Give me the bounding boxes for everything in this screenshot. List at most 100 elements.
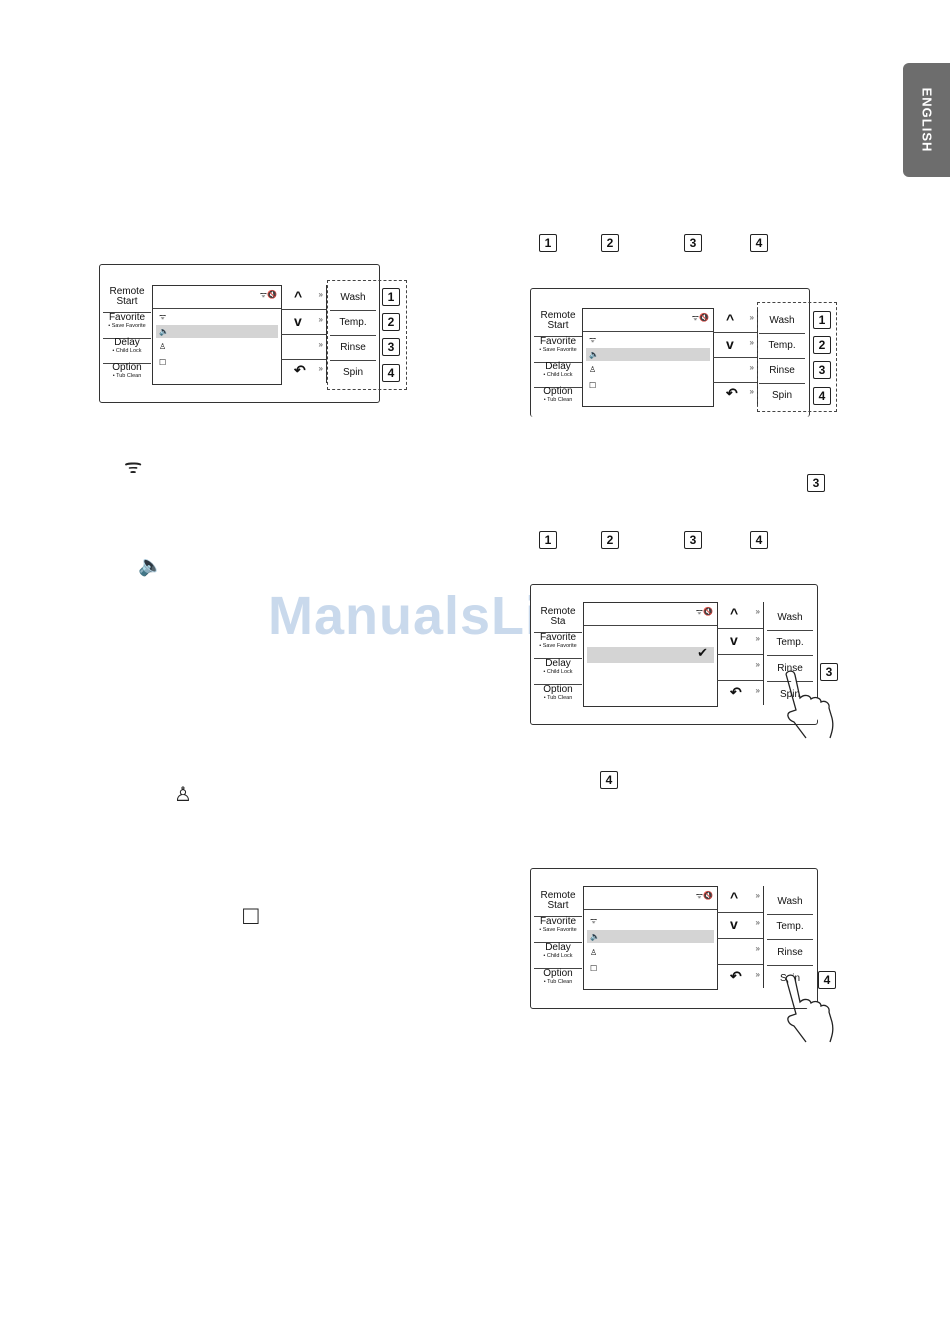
control-panel-c: Remote Sta Favorite• Save Favorite Delay… [530,584,818,725]
sound-row[interactable]: 🔈 [587,930,714,943]
nav-column: ^» v» » ↶» [281,285,327,383]
more-button[interactable]: » [717,939,763,965]
rinse-button[interactable]: Rinse [330,336,376,361]
back-button[interactable]: ↶» [726,385,754,401]
more-button[interactable]: » [281,335,326,360]
delay-button[interactable]: Delay• Child Lock [103,338,151,364]
up-button[interactable]: ^» [281,285,326,310]
check-icon: ✔ [697,645,708,660]
delay-button[interactable]: Delay• Child Lock [534,659,582,685]
step-badge-4: 4 [750,234,768,252]
spin-button[interactable]: Spin [342,367,363,378]
step-badge-2: 2 [601,531,619,549]
lamp-row[interactable]: ♙ [589,365,597,374]
number-badge-1: 1 [813,311,831,329]
option-button[interactable]: Option• Tub Clean [543,684,573,702]
option-button[interactable]: Option• Tub Clean [112,362,142,380]
status-icons: ᯤ🔇 [695,891,713,900]
highlight-box [327,280,407,390]
status-icons: ᯤ🔇 [691,313,709,322]
up-button[interactable]: ^» [717,602,763,629]
number-badge-4: 4 [382,364,400,382]
delay-button[interactable]: Delay• Child Lock [534,943,582,969]
more-button[interactable]: » [713,358,757,383]
display-screen: ᯤ🔇 ᯤ 🔈 ♙ ☐ [582,308,714,407]
step-badge-1: 1 [539,531,557,549]
number-badge-1: 1 [382,288,400,306]
wash-button[interactable]: Wash [330,286,376,311]
rinse-button[interactable]: Rinse [767,657,813,682]
temp-button[interactable]: Temp. [759,334,805,359]
callout-badge-4: 4 [818,971,836,989]
spin-button[interactable]: Spin [779,689,800,700]
lamp-row[interactable]: ♙ [159,342,167,351]
tub-row[interactable]: ☐ [159,358,167,367]
wifi-row[interactable]: ᯤ [590,916,598,925]
selected-row[interactable]: ✔ [587,645,714,663]
sound-row[interactable]: 🔈 [156,325,278,338]
up-button[interactable]: ^» [717,886,763,913]
back-button[interactable]: ↶» [730,684,760,700]
lamp-row[interactable]: ♙ [590,948,598,957]
option-button[interactable]: Option• Tub Clean [543,968,573,986]
language-tab[interactable]: ENGLISH [903,63,950,177]
tub-row[interactable]: ☐ [589,381,597,390]
step-badge-3: 3 [684,531,702,549]
nav-column: ^» v» » ↶» [717,886,764,988]
rinse-button[interactable]: Rinse [767,941,813,966]
step-badge-3: 3 [684,234,702,252]
down-button[interactable]: v» [281,310,326,335]
down-button[interactable]: v» [713,333,757,358]
step-badge-1: 1 [539,234,557,252]
remote-start-button[interactable]: Remote Sta [534,607,582,633]
down-button[interactable]: v» [717,913,763,939]
down-button[interactable]: v» [717,629,763,655]
favorite-button[interactable]: Favorite• Save Favorite [534,337,582,363]
wash-button[interactable]: Wash [759,309,805,334]
inline-badge-4: 4 [600,771,618,789]
language-tab-label: ENGLISH [919,87,934,153]
nav-column: ^» v» » ↶» [717,602,764,705]
callout-badge-3: 3 [820,663,838,681]
option-button[interactable]: Option• Tub Clean [543,386,573,404]
up-button[interactable]: ^» [713,308,757,333]
favorite-button[interactable]: Favorite• Save Favorite [103,313,151,339]
wifi-row[interactable]: ᯤ [589,335,597,344]
favorite-button[interactable]: Favorite• Save Favorite [534,633,582,659]
back-button[interactable]: ↶» [294,362,323,378]
tub-row[interactable]: ☐ [590,964,598,973]
number-badge-3: 3 [813,361,831,379]
display-screen: ᯤ🔇 ᯤ 🔈 ♙ ☐ [152,285,282,385]
step-badge-4: 4 [750,531,768,549]
favorite-button[interactable]: Favorite• Save Favorite [534,917,582,943]
number-badge-3: 3 [382,338,400,356]
wash-button[interactable]: Wash [767,606,813,631]
more-button[interactable]: » [717,655,763,681]
speaker-icon: 🔈 [138,555,163,577]
wash-button[interactable]: Wash [767,890,813,915]
highlight-box [757,302,837,412]
number-badge-4: 4 [813,387,831,405]
inline-badge-3: 3 [807,474,825,492]
wifi-row[interactable]: ᯤ [159,312,167,321]
finger-pointer-icon [785,974,834,1043]
lamp-icon: ♙ [174,784,192,806]
nav-column: ^» v» » ↶» [713,308,758,405]
number-badge-2: 2 [382,313,400,331]
temp-button[interactable]: Temp. [330,311,376,336]
back-button[interactable]: ↶» [730,968,760,984]
spin-button[interactable]: Spin [771,390,792,401]
rinse-button[interactable]: Rinse [759,359,805,384]
sound-row[interactable]: 🔈 [586,348,710,361]
status-icons: ᯤ🔇 [259,290,277,299]
temp-button[interactable]: Temp. [767,631,813,656]
number-badge-2: 2 [813,336,831,354]
delay-button[interactable]: Delay• Child Lock [534,362,582,388]
display-screen: ᯤ🔇 ✔ [583,602,718,707]
temp-button[interactable]: Temp. [767,915,813,940]
